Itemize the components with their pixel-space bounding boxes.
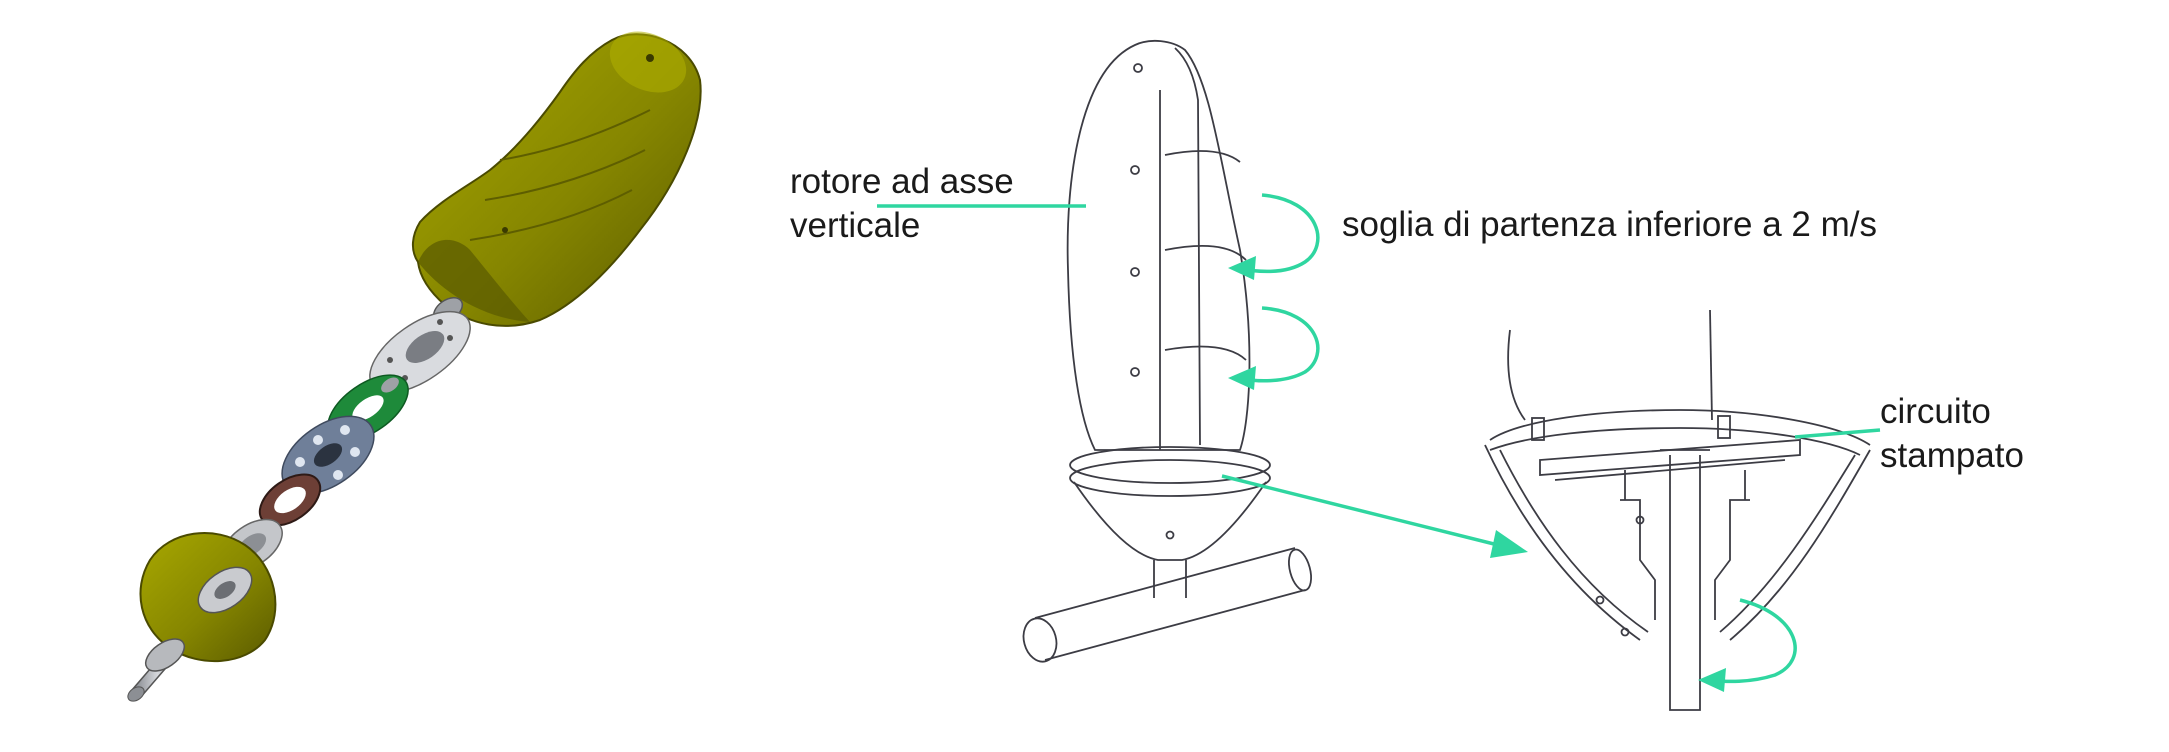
rotation-arrow-icon [1239, 193, 1320, 274]
arrowhead-rotation-1 [1228, 256, 1256, 280]
pointer-arrow-icon [1221, 474, 1511, 550]
label-pcb-line1: circuito [1880, 392, 1991, 431]
annotation-arrows [877, 193, 1881, 684]
arrowhead-rotation-2 [1228, 366, 1256, 390]
label-start-threshold: soglia di partenza inferiore a 2 m/s [1342, 203, 1877, 247]
label-threshold-text: soglia di partenza inferiore a 2 m/s [1342, 205, 1877, 244]
label-rotor: rotore ad asse verticale [790, 160, 1014, 248]
exploded-assembly-render [127, 31, 702, 702]
arrowhead-rotation-3 [1698, 668, 1726, 692]
arrowheads [1228, 256, 1726, 692]
rotor-base-cup [139, 532, 277, 663]
label-pcb-line2: stampato [1880, 436, 2024, 475]
pcb-leader-line [1794, 428, 1881, 439]
rotation-arrow-icon [1239, 306, 1320, 383]
label-pcb: circuito stampato [1880, 390, 2024, 478]
turbine-line-drawing [1022, 39, 1312, 663]
label-rotor-line1: rotore ad asse [790, 162, 1014, 201]
rotation-arrow-icon [1711, 598, 1797, 684]
label-rotor-line2: verticale [790, 206, 921, 245]
arrowhead-pointer [1490, 530, 1528, 558]
pcb-detail-drawing [1484, 309, 1871, 711]
rotor-shell-top [412, 31, 702, 327]
axle-shaft [127, 638, 186, 702]
